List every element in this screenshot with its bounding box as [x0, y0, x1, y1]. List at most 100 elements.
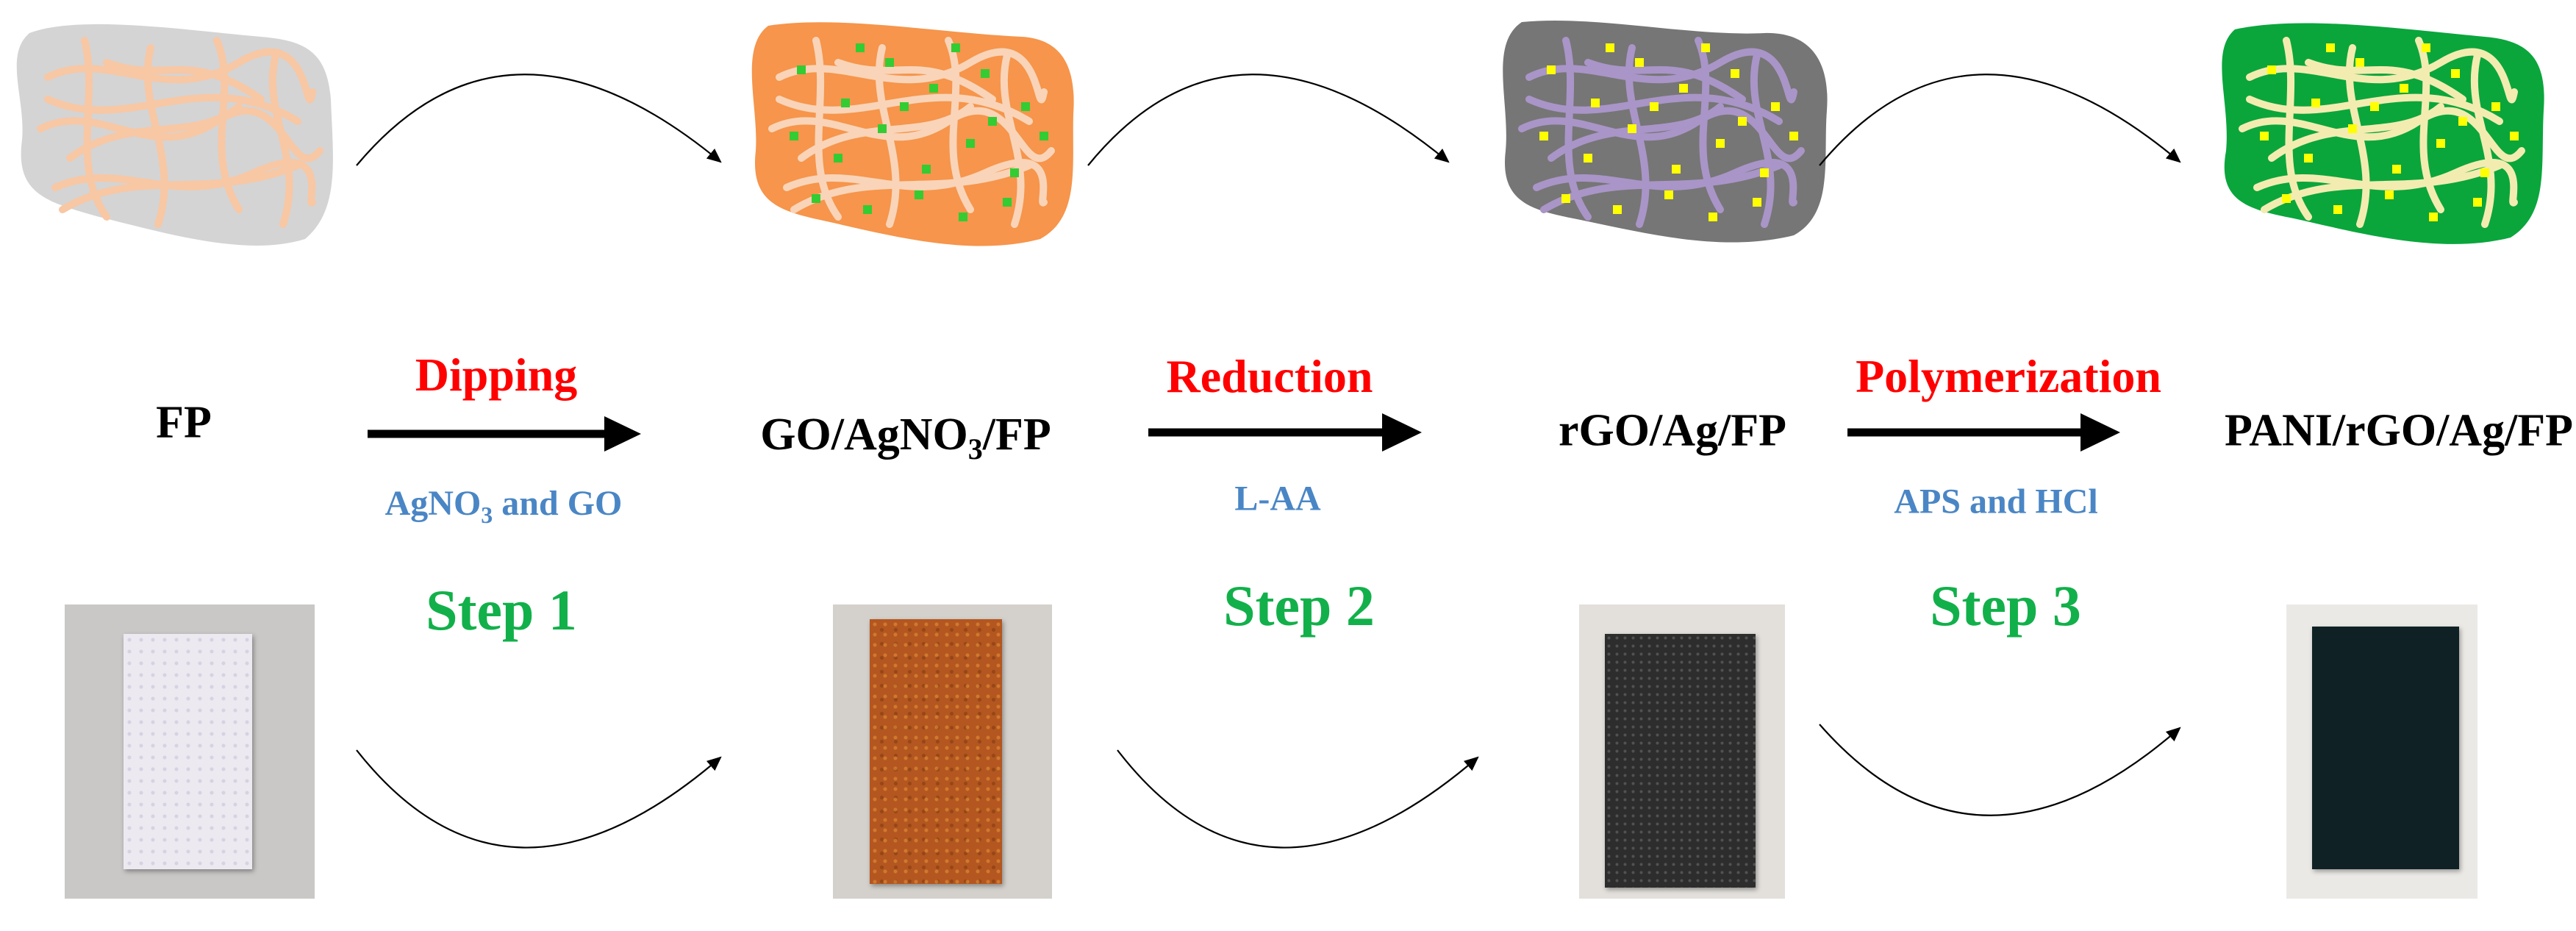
curved-arrow-top-2 — [1087, 74, 1450, 166]
fiber — [268, 51, 293, 228]
fiber — [1000, 51, 1025, 228]
schematic-rgo-ag-fp — [1503, 20, 1828, 243]
particle-dot — [915, 190, 923, 199]
particle-dot — [1021, 102, 1030, 111]
particle-dot — [1613, 205, 1622, 214]
fiber — [103, 59, 265, 103]
particle-dot — [1539, 132, 1548, 140]
fiber — [1533, 158, 1797, 207]
photo-fp — [65, 604, 315, 899]
fiber — [51, 158, 316, 207]
sample-card-fp — [124, 634, 252, 869]
process-label-polymerization: Polymerization — [1856, 350, 2161, 402]
particle-dot — [2260, 132, 2269, 140]
particle-dot — [812, 194, 820, 203]
fiber — [44, 93, 301, 125]
particle-dot — [2451, 69, 2460, 78]
sample-label-pani-rgo-ag-fp: PANI/rGO/Ag/FP — [2224, 405, 2574, 456]
fiber — [2261, 162, 2503, 213]
sample-label-rgo-ag-fp: rGO/Ag/FP — [1559, 405, 1786, 456]
particle-dot — [1628, 124, 1636, 133]
fiber — [2246, 93, 2503, 125]
fiber — [798, 103, 974, 162]
fiber — [1584, 59, 1746, 103]
particle-dot — [2348, 124, 2357, 133]
photo-rgo-ag-fp — [1579, 604, 1785, 899]
particle-dot — [856, 43, 865, 52]
particle-dot — [2326, 43, 2335, 52]
sample-card-pani-rgo-ag-fp — [2312, 627, 2459, 869]
particle-dot — [2333, 205, 2342, 214]
particle-dot — [1040, 132, 1048, 140]
particle-dot — [2400, 84, 2408, 93]
particle-dot — [885, 58, 894, 67]
particle-dot — [1591, 99, 1600, 107]
particle-dot — [841, 99, 850, 107]
curved-arrow-top-1 — [356, 74, 722, 166]
particle-dot — [1672, 165, 1681, 174]
particle-dot — [2385, 190, 2394, 199]
reaction-arrow-1 — [368, 416, 641, 452]
fiber — [834, 59, 996, 103]
particle-dot — [959, 213, 967, 221]
reagent-label-step-1: AgNO3 and GO — [384, 484, 623, 528]
particle-dot — [790, 132, 798, 140]
reaction-arrow-2 — [1148, 413, 1422, 452]
fiber — [2470, 51, 2495, 228]
particle-dot — [1731, 69, 1739, 78]
fiber — [1750, 51, 1775, 228]
particle-dot — [2355, 58, 2364, 67]
fiber — [2415, 37, 2444, 213]
particle-dot — [1771, 102, 1780, 111]
fiber — [2268, 103, 2444, 162]
particle-dot — [2392, 165, 2401, 174]
process-label-dipping: Dipping — [415, 349, 578, 401]
fiber — [945, 37, 974, 213]
curved-arrow-bottom-2 — [1117, 749, 1479, 849]
reagent-label-step-3: APS and HCl — [1894, 482, 2098, 521]
fiber — [2246, 48, 2518, 104]
particle-dot — [834, 154, 842, 163]
particle-dot — [863, 205, 872, 214]
particle-dot — [966, 139, 975, 148]
particle-dot — [797, 65, 806, 74]
particle-dot — [1789, 132, 1798, 140]
particle-dot — [929, 84, 938, 93]
sample-label-go-agno3-fp: GO/AgNO3/FP — [760, 409, 1051, 466]
step-label-1: Step 1 — [426, 578, 577, 642]
curved-arrow-bottom-1 — [356, 749, 722, 849]
particle-dot — [2422, 43, 2430, 52]
fiber — [783, 158, 1048, 207]
particle-dot — [2311, 99, 2320, 107]
fiber — [790, 162, 1033, 213]
particle-dot — [2370, 102, 2379, 111]
particle-dot — [878, 124, 887, 133]
particle-dot — [2473, 198, 2482, 207]
particle-dot — [1701, 43, 1710, 52]
particle-dot — [1679, 84, 1688, 93]
particle-dot — [1606, 43, 1614, 52]
particle-dot — [2429, 213, 2438, 221]
curved-arrow-bottom-3 — [1819, 724, 2181, 816]
reagent-label-step-2: L-AA — [1234, 479, 1321, 518]
photo-pani-rgo-ag-fp — [2286, 604, 2477, 899]
photo-go-agno3-fp — [833, 604, 1052, 899]
particle-dot — [1716, 139, 1725, 148]
particle-dot — [981, 69, 990, 78]
particle-dot — [1561, 194, 1570, 203]
particle-dot — [1547, 65, 1556, 74]
particle-dot — [2282, 194, 2291, 203]
particle-dot — [2436, 139, 2445, 148]
particle-dot — [1650, 102, 1659, 111]
particle-dot — [2480, 168, 2489, 177]
sample-card-rgo-ag-fp — [1605, 634, 1756, 888]
sample-card-go-agno3-fp — [870, 619, 1002, 884]
particle-dot — [2458, 117, 2467, 126]
fiber — [776, 48, 1048, 104]
fiber — [1525, 93, 1783, 125]
particle-dot — [1753, 198, 1761, 207]
particle-dot — [1584, 154, 1592, 163]
particle-dot — [951, 43, 960, 52]
